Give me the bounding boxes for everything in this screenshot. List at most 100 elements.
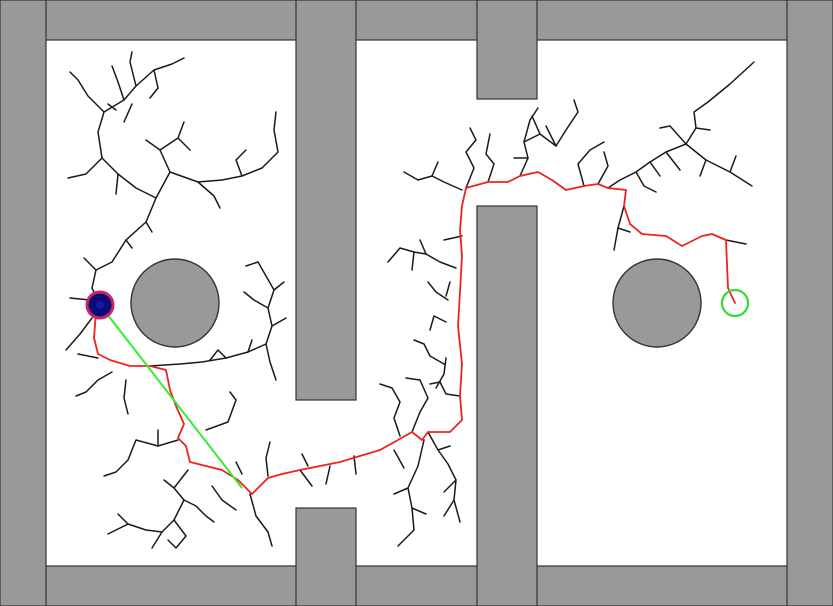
tree-branch (183, 499, 215, 523)
tree-branch (145, 221, 153, 233)
tree-branch (149, 69, 159, 99)
tree-branch (353, 455, 357, 475)
wall-right-upper (476, 0, 538, 100)
tree-branch (443, 499, 455, 517)
tree-branch (397, 439, 425, 547)
tree-branch (151, 531, 163, 549)
tree-branch (67, 157, 103, 179)
circle-obstacle-left (130, 258, 220, 348)
tree-branch (443, 235, 463, 241)
tree-branch (299, 469, 313, 487)
tree-branch (405, 377, 421, 381)
wall-top (0, 0, 833, 41)
tree-branch (163, 479, 175, 489)
tree-branch (301, 453, 309, 467)
tree-branch (577, 141, 605, 187)
tree-branch (249, 493, 273, 547)
tree-branch (273, 281, 285, 291)
tree-branch (103, 439, 179, 477)
tree-branch (205, 391, 237, 431)
tree-branch (243, 291, 269, 309)
tree-branch (235, 461, 243, 475)
tree-branch (393, 487, 409, 495)
tree-branch (659, 125, 687, 145)
tree-branch (393, 449, 405, 469)
tree-branch (167, 519, 187, 549)
tree-branch (235, 149, 247, 177)
tree-branch (519, 99, 579, 177)
tree-branch (111, 65, 125, 101)
tree-branch (485, 133, 495, 183)
tree-branch (145, 139, 161, 151)
tree-branch (649, 161, 661, 177)
tree-branch (445, 281, 451, 297)
tree-branch (123, 379, 129, 415)
tree-branch (123, 103, 133, 123)
tree-branch (65, 317, 93, 351)
tree-branch (419, 239, 427, 255)
tree-branch (125, 239, 133, 249)
wall-left (0, 0, 47, 606)
tree-branch (117, 513, 129, 525)
tree-branch (75, 371, 113, 397)
search-tree (65, 51, 755, 549)
wall-bottom (0, 565, 833, 606)
tree-branch (597, 151, 609, 185)
start-marker-icon (85, 290, 115, 320)
tree-branch (429, 381, 461, 397)
tree-branch (617, 227, 631, 233)
tree-branch (77, 353, 99, 359)
tree-branch (197, 181, 221, 209)
tree-branch (431, 161, 439, 177)
tree-branch (177, 121, 185, 139)
wall-middle-upper (295, 0, 357, 401)
tree-branch (107, 103, 117, 111)
tree-branch (435, 357, 447, 389)
tree-branch (247, 339, 253, 353)
tree-branch (325, 465, 331, 485)
tree-branch (169, 111, 279, 183)
solution-path (93, 171, 736, 495)
tree-branch (695, 127, 711, 131)
tree-branch (427, 281, 449, 301)
tree-branch (427, 431, 461, 523)
tree-branch (685, 143, 753, 187)
circle-obstacle-right (612, 258, 702, 348)
tree-branch (115, 173, 119, 195)
tree-branch (245, 261, 259, 267)
tree-branch (635, 171, 657, 193)
tree-branch (429, 315, 447, 331)
tree-branch (209, 349, 227, 361)
tree-branch (69, 71, 105, 113)
tree-branch (265, 343, 277, 381)
wall-right (786, 0, 833, 606)
tree-branch (523, 107, 539, 143)
goal-marker-icon (720, 288, 750, 318)
tree-branch (379, 383, 401, 437)
tree-branch (411, 251, 415, 271)
tree-branch (387, 247, 457, 269)
tree-branch (465, 127, 477, 189)
tree-branch (211, 485, 237, 511)
tree-branch (545, 125, 557, 147)
tree-branch (725, 239, 747, 245)
tree-branch (107, 469, 189, 535)
tree-branch (265, 441, 271, 477)
tree-branch (729, 155, 737, 173)
tree-branch (411, 507, 427, 515)
tree-branch (665, 151, 681, 171)
tree-branch (413, 339, 445, 365)
wall-middle-lower (295, 507, 357, 606)
tree-branch (129, 51, 137, 87)
tree-branch (411, 379, 429, 433)
tree-branch (271, 317, 287, 327)
tree-branch (699, 159, 707, 177)
tree-branch (437, 445, 451, 451)
tree-branch (531, 115, 541, 135)
wall-right-lower (476, 205, 538, 606)
tree-branch (83, 257, 97, 271)
shortcut-line (99, 304, 243, 489)
